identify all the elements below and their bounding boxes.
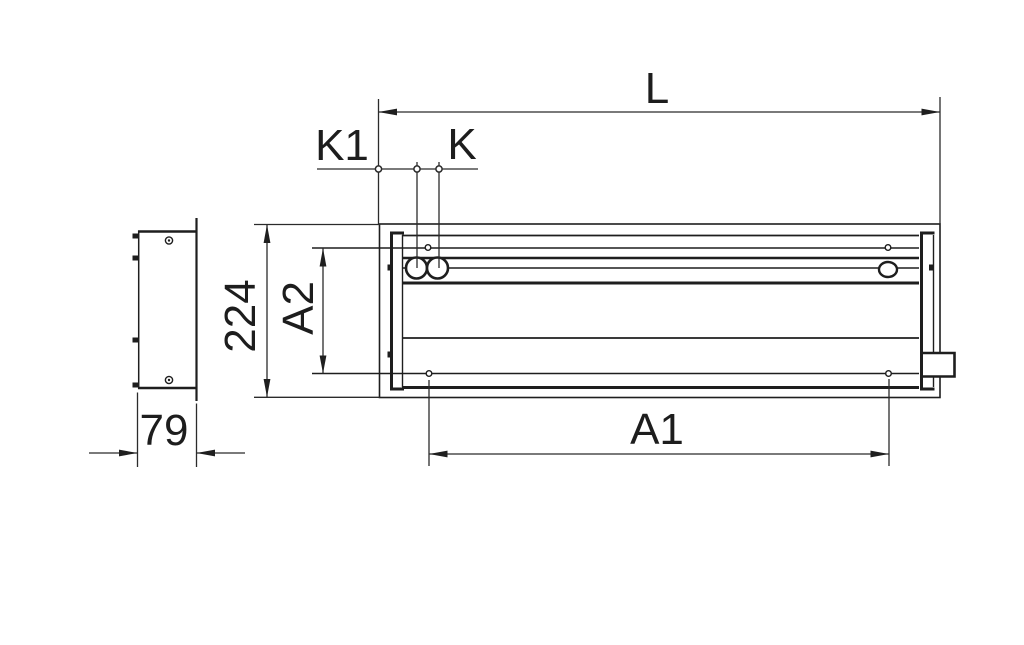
- datum-marker: [374, 165, 383, 173]
- arrowhead-left: [378, 108, 397, 116]
- side-clip-nub: [132, 255, 139, 261]
- housing-outline: [378, 223, 941, 399]
- datum-marker: [435, 165, 443, 173]
- dimension-L: L: [377, 64, 941, 224]
- left-bracket-nub: [387, 264, 393, 271]
- dim-label-79: 79: [140, 406, 189, 455]
- datum-marker: [413, 165, 421, 173]
- side-screw-center: [167, 239, 171, 242]
- arrowhead-left: [196, 449, 215, 457]
- mounting-hole-bottom-right: [885, 370, 893, 378]
- dim-label-A1: A1: [630, 405, 684, 454]
- lamp-socket-hole: [425, 256, 450, 280]
- arrowhead-up: [319, 248, 327, 267]
- side-screw-center: [167, 378, 171, 382]
- mounting-hole-top-right: [884, 243, 892, 251]
- arrowhead-left: [429, 450, 448, 458]
- arrowhead-up: [263, 224, 271, 243]
- dim-label-L: L: [645, 64, 669, 113]
- arrowhead-right: [870, 450, 889, 458]
- arrowhead-right: [921, 108, 940, 116]
- mounting-hole-top-left: [424, 243, 432, 251]
- side-clip-nub: [132, 233, 139, 239]
- right-bracket-nub: [929, 264, 934, 271]
- dim-label-A2: A2: [274, 281, 323, 335]
- arrowhead-right: [119, 449, 138, 457]
- right-end-bracket: [920, 231, 935, 391]
- dimension-224: 224: [216, 223, 380, 398]
- dimension-A1: A1: [428, 379, 890, 466]
- dim-label-224: 224: [216, 279, 265, 352]
- dimension-A2: A2: [274, 248, 327, 374]
- dim-label-K1: K1: [315, 121, 369, 170]
- left-bracket-nub: [387, 351, 393, 358]
- dim-label-K: K: [447, 120, 476, 169]
- cable-entry-hole: [877, 260, 899, 279]
- arrowhead-down: [263, 379, 271, 398]
- mounting-hole-bottom-left: [425, 370, 433, 378]
- left-end-bracket: [390, 231, 404, 391]
- side-view: [132, 218, 198, 401]
- right-connector-tab: [923, 351, 956, 378]
- side-clip-nub: [132, 382, 139, 388]
- arrowhead-down: [319, 355, 327, 374]
- front-view: [312, 223, 956, 399]
- side-clip-nub: [132, 337, 139, 343]
- dimension-K1-K: K1 K: [315, 120, 478, 268]
- dimension-79: 79: [89, 392, 245, 467]
